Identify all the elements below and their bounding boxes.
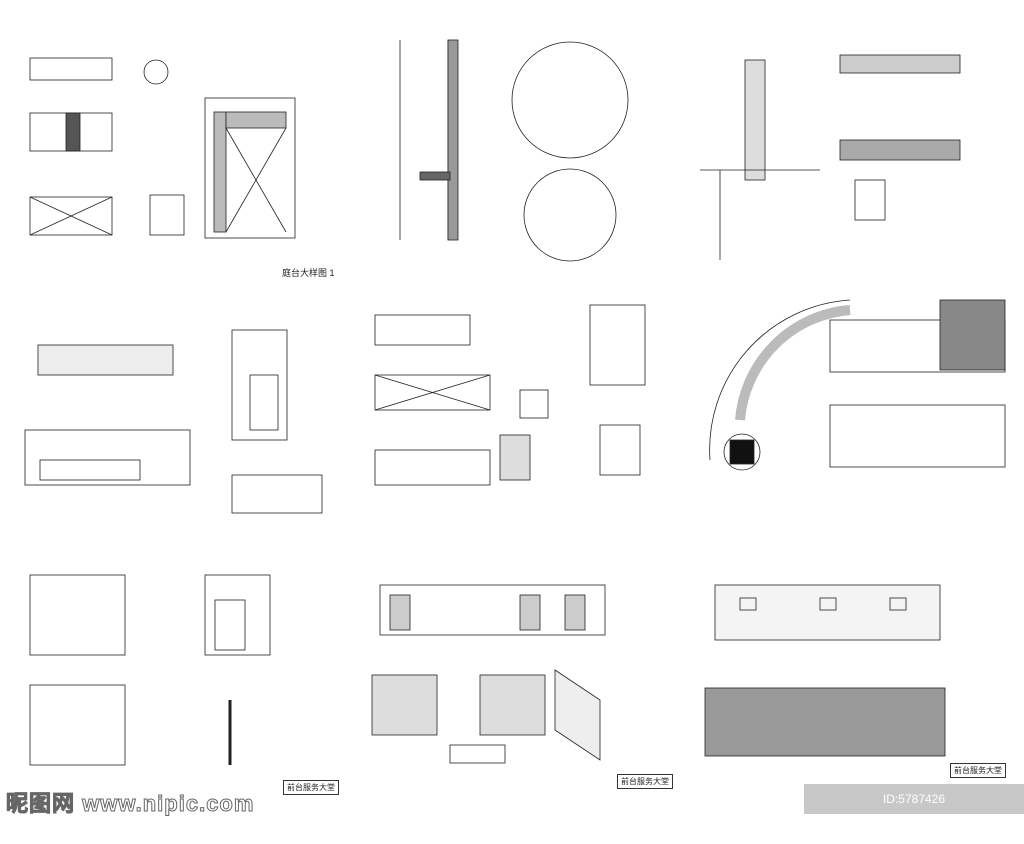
reception-elevations-1 <box>29 57 185 236</box>
watermark-id: ID:5787426 NO:20180907103641205000 <box>804 784 1024 836</box>
title-block: 前台服务大堂 <box>283 780 339 795</box>
reception-section-large <box>204 97 296 239</box>
cabinet-elevations <box>24 329 323 514</box>
detail-title: 庭台大样图 1 <box>282 268 335 278</box>
watermark-site: 昵图网 www.nipic.com <box>5 791 255 817</box>
bottom-left-sections <box>29 574 271 766</box>
title-block: 前台服务大堂 <box>617 774 673 789</box>
counter-section-3 <box>700 54 961 260</box>
reception-elevations-2 <box>374 304 646 486</box>
cad-drawing-sheet <box>24 39 1006 766</box>
wall-section-detail <box>399 39 629 262</box>
title-block: 前台服务大堂 <box>950 763 1006 778</box>
counter-elevation-wave <box>704 584 946 757</box>
curved-counter-plan <box>709 299 1006 471</box>
reception-front-elevation <box>371 584 606 764</box>
